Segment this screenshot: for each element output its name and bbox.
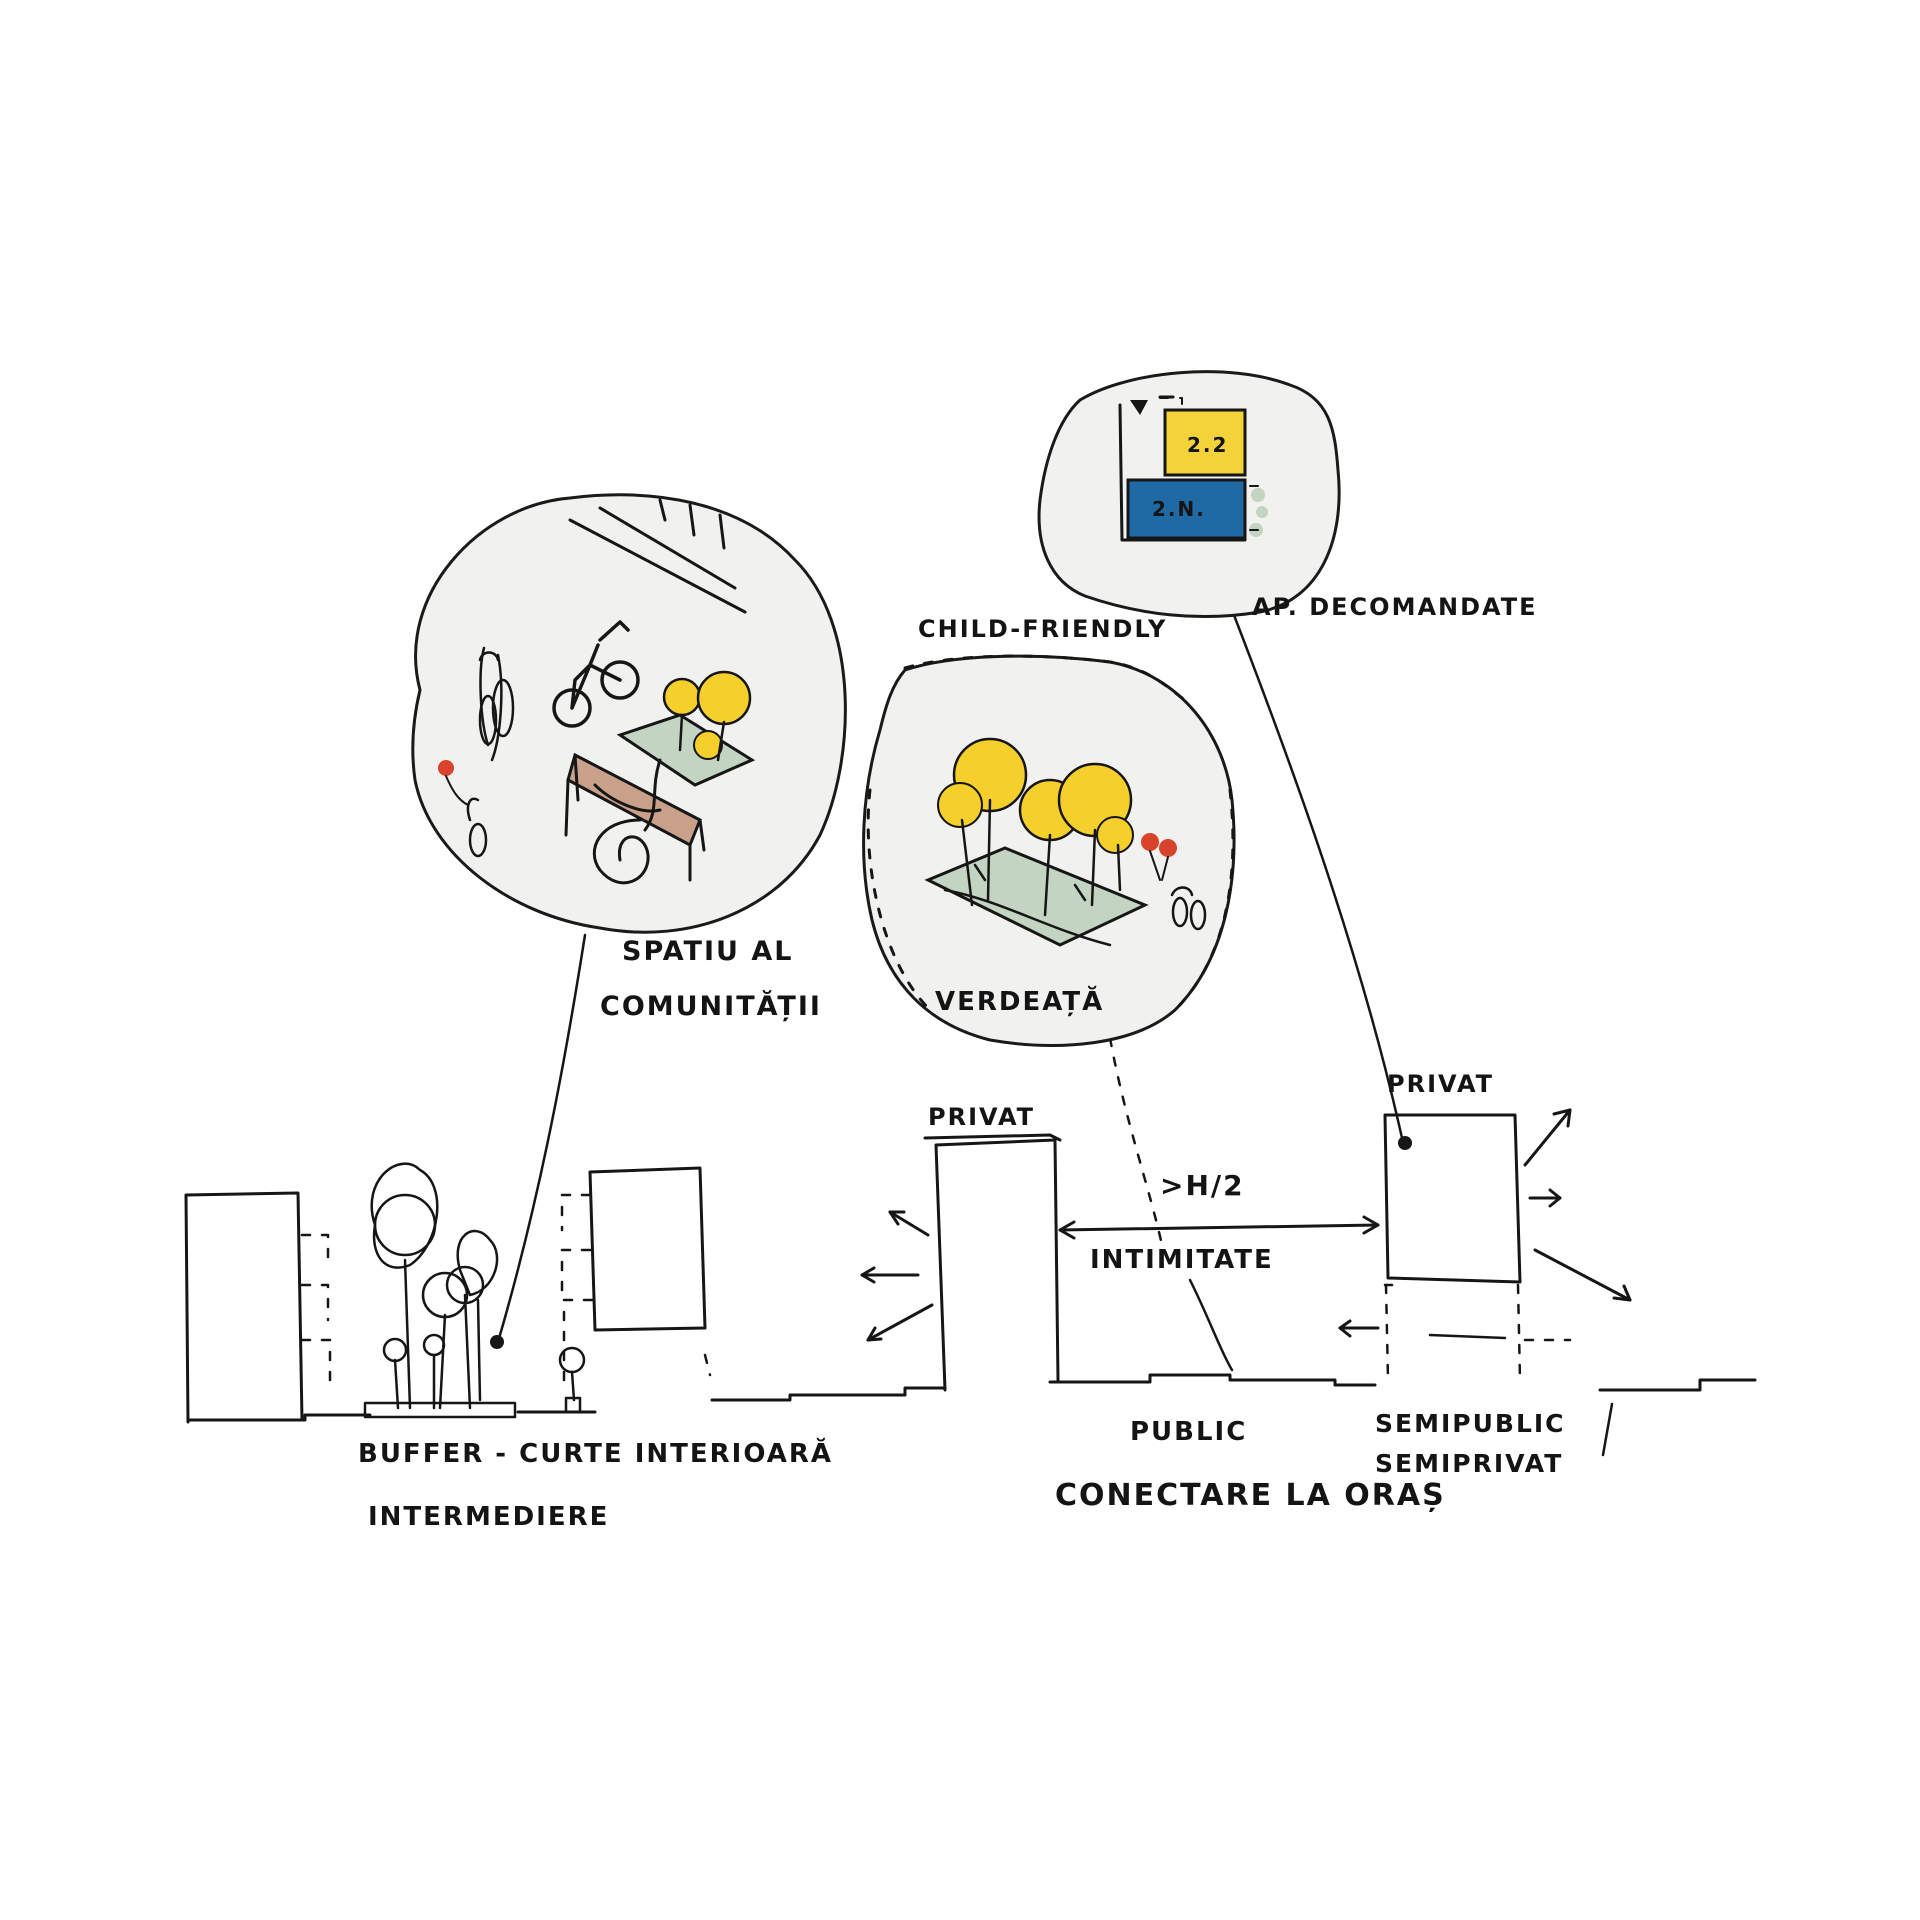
label-semipublic: SEMIPUBLIC [1375, 1409, 1566, 1438]
distance-arrow [1058, 1215, 1380, 1240]
leader-community-dot [490, 1335, 504, 1349]
apartment-shrubs-icon [1249, 485, 1271, 537]
label-child-friendly: CHILD-FRIENDLY [918, 615, 1167, 643]
leader-line-intimacy [1188, 1278, 1234, 1372]
courtyard-trees [363, 1162, 517, 1419]
apartment-upper-unit-label: 2.2 [1187, 433, 1228, 457]
building-left [184, 1191, 304, 1424]
canopy-lines-icon [568, 498, 747, 614]
building-courtyard-balconies [560, 1193, 712, 1382]
bench-icon [564, 752, 706, 882]
apartment-upper-unit [1163, 408, 1247, 477]
ground-line [188, 1373, 1757, 1422]
label-intimitate: INTIMITATE [1090, 1245, 1274, 1275]
child-figures-icon [1170, 886, 1207, 931]
building-center [923, 1133, 1062, 1392]
apartment-lower-unit-label: 2.N. [1152, 497, 1206, 521]
bubble-greenery [862, 654, 1236, 1047]
ventilation-arrows-center [860, 1210, 934, 1342]
building-right-marker-dot [1398, 1136, 1412, 1150]
apartment-lower-unit [1126, 478, 1247, 540]
label-spatiu-line2: COMUNITĂȚII [600, 990, 822, 1022]
yellow-trees-icon [937, 737, 1134, 947]
leader-line-community [498, 933, 587, 1337]
label-public: PUBLIC [1130, 1417, 1247, 1447]
label-spatiu-line1: SPATIU AL [622, 936, 793, 967]
balloon-icon [438, 760, 469, 806]
balloons-icon [1141, 833, 1177, 881]
ventilation-arrows-right [1523, 1108, 1632, 1302]
planter-icon [616, 670, 756, 787]
label-h-over-2: >H/2 [1160, 1169, 1245, 1202]
label-privat-center: PRIVAT [928, 1103, 1035, 1131]
scribble-person-icon [592, 758, 662, 885]
label-semiprivat: SEMIPRIVAT [1375, 1449, 1563, 1478]
label-privat-right: PRIVAT [1387, 1070, 1494, 1098]
bubble-community-space [411, 493, 847, 934]
divider-semipublic [1601, 1402, 1614, 1457]
building-right-ground-floor [1384, 1283, 1572, 1382]
building-right [1383, 1113, 1522, 1284]
building-right-inner-lines [1383, 1283, 1507, 1340]
courtyard-small-figure [558, 1346, 586, 1414]
label-intermediere: INTERMEDIERE [368, 1502, 609, 1532]
leader-line-greenery [1108, 1036, 1164, 1247]
apartment-dashed-outline [1159, 397, 1183, 421]
bicycle-icon [552, 620, 640, 728]
bubble-apartments: 2.2 2.N. [1037, 370, 1341, 619]
label-conectare: CONECTARE LA ORAȘ [1055, 1478, 1446, 1513]
label-verdeata: VERDEAȚĂ [935, 985, 1104, 1017]
label-ap-decomandate: AP. DECOMANDATE [1252, 593, 1538, 621]
arrow-semipublic [1338, 1319, 1380, 1338]
leader-line-apartments [1230, 608, 1404, 1140]
apartment-corner-marker-icon [1130, 400, 1148, 415]
lawn-icon [924, 846, 1149, 947]
label-buffer: BUFFER - CURTE INTERIOARĂ [358, 1437, 833, 1469]
building-courtyard [588, 1166, 707, 1332]
people-figures-icon [466, 646, 515, 858]
building-left-balconies [300, 1233, 332, 1382]
